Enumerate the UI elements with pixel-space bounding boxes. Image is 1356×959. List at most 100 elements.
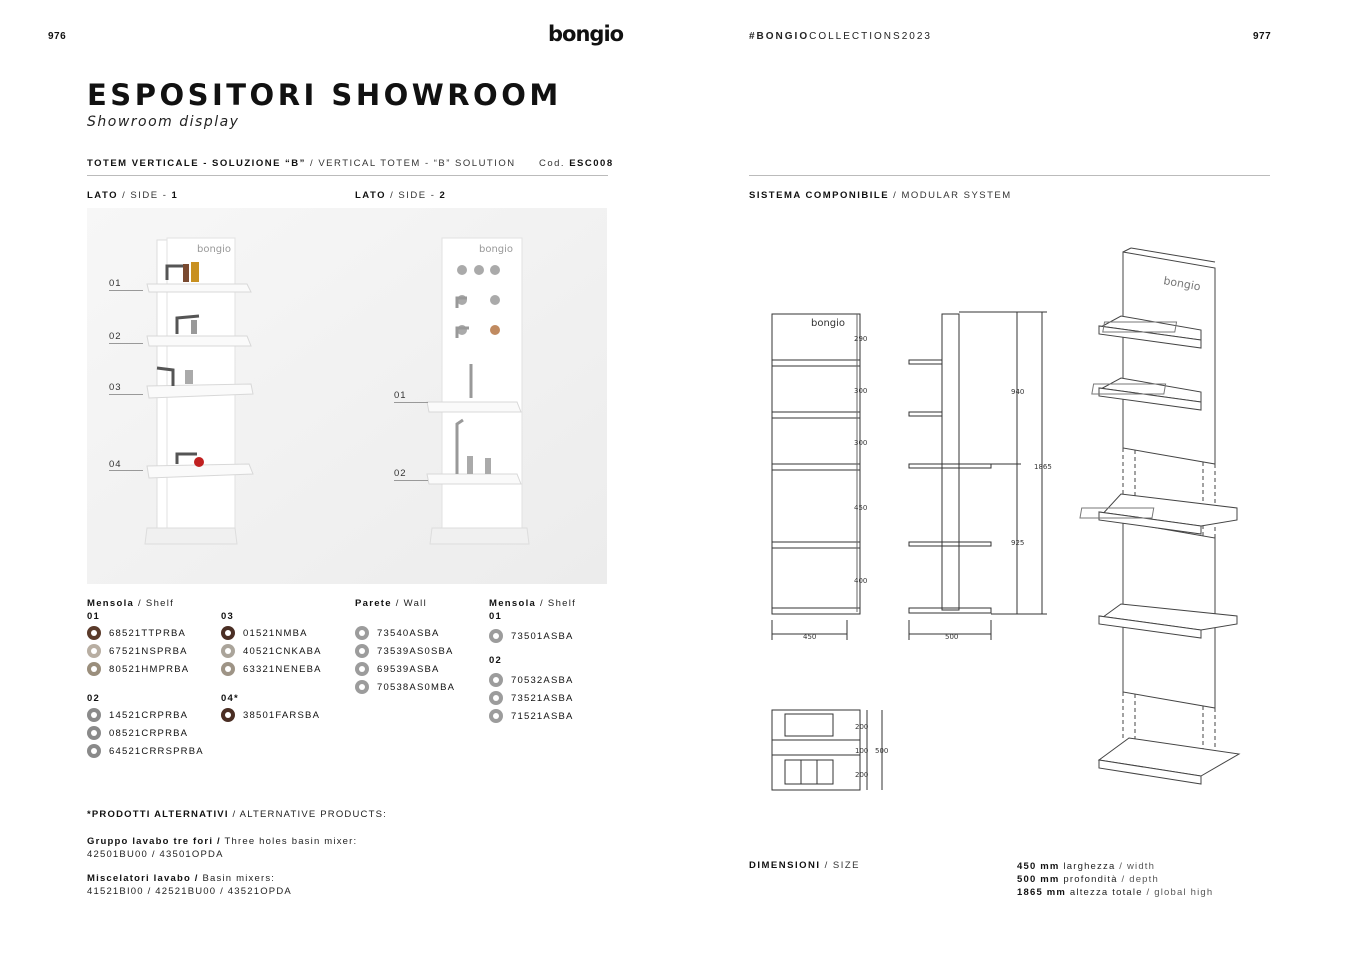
dimension-en: / depth	[1117, 874, 1159, 885]
alternative-item-1: Gruppo lavabo tre fori / Three holes bas…	[87, 835, 357, 861]
dim-1865: 1865	[1034, 463, 1052, 471]
shelf-legend-heading-rest: / Shelf	[536, 598, 577, 609]
product-code: 73539AS0SBA	[377, 645, 454, 657]
legend-item: 69539ASBA	[355, 660, 455, 678]
alternatives-heading-rest: / ALTERNATIVE PRODUCTS:	[228, 809, 387, 820]
shelf-legend-heading: Mensola / Shelf	[489, 598, 576, 609]
dimensions-list: 450 mm larghezza / width 500 mm profondi…	[1017, 860, 1213, 899]
totem-photo: bongio bongio	[87, 208, 607, 584]
product-heading: TOTEM VERTICALE - SOLUZIONE “B” / VERTIC…	[87, 158, 516, 169]
dimension-it: profondità	[1059, 874, 1118, 885]
brand-logo-text: bongio	[548, 22, 624, 46]
callout-side1-02: 02	[109, 331, 122, 342]
callout-line	[394, 480, 428, 481]
modular-heading-bold: SISTEMA COMPONIBILE	[749, 190, 890, 201]
left-page-number: 976	[48, 31, 67, 42]
product-code: 73540ASBA	[377, 627, 440, 639]
dimension-row: 1865 mm altezza totale / global high	[1017, 886, 1213, 899]
finish-swatch	[489, 629, 503, 643]
callout-side1-03: 03	[109, 382, 122, 393]
shelf-legend-group-02: 02 70532ASBA 73521ASBA 71521ASBA	[489, 655, 574, 725]
legend-item: 71521ASBA	[489, 707, 574, 725]
finish-swatch	[355, 626, 369, 640]
page-subtitle: Showroom display	[87, 114, 240, 130]
side2-totem: bongio	[426, 237, 530, 545]
dim-front-width: 450	[803, 633, 816, 641]
alternative-item-1-codes: 42501BU00 / 43501OPDA	[87, 849, 224, 860]
legend-item: 38501FARSBA	[221, 706, 320, 724]
callout-side2-01: 01	[394, 390, 407, 401]
dim-290: 290	[854, 335, 867, 343]
side2-totem-logo: bongio	[479, 244, 513, 255]
legend-item: 73540ASBA	[355, 624, 455, 642]
dim-450: 450	[854, 504, 867, 512]
hashtag-rest: COLLECTIONS2023	[809, 31, 932, 42]
product-code: Cod. ESC008	[539, 158, 614, 169]
dimension-it: larghezza	[1059, 861, 1116, 872]
legend-item: 63321NENEBA	[221, 660, 322, 678]
product-code: 38501FARSBA	[243, 709, 321, 721]
dimension-it: altezza totale	[1066, 887, 1143, 898]
finish-swatch	[87, 644, 101, 658]
page-title: ESPOSITORI SHOWROOM	[87, 78, 562, 112]
side1-totem-logo: bongio	[197, 244, 231, 255]
dim-plan-total: 500	[875, 747, 888, 755]
finish-swatch	[489, 691, 503, 705]
side1-label-rest: / SIDE -	[117, 190, 172, 201]
dim-400: 400	[854, 577, 867, 585]
legend-item: 01521NMBA	[221, 624, 322, 642]
dim-300b: 300	[854, 439, 867, 447]
legend-group-number: 01	[87, 611, 100, 622]
legend-item: 73501ASBA	[489, 627, 574, 645]
finish-swatch	[221, 626, 235, 640]
legend-item: 67521NSPRBA	[87, 642, 189, 660]
finish-swatch	[221, 662, 235, 676]
callout-line	[394, 402, 428, 403]
side1-label-bold: LATO	[87, 190, 118, 201]
product-code: 73521ASBA	[511, 692, 574, 704]
finish-swatch	[87, 708, 101, 722]
finish-swatch	[489, 673, 503, 687]
legend-group-04: 04* 38501FARSBA	[221, 693, 320, 724]
side1-label-num: 1	[171, 190, 179, 201]
alternative-item-1-bold: Gruppo lavabo tre fori /	[87, 836, 221, 847]
dim-plan-200b: 200	[855, 771, 868, 779]
product-heading-rest: / VERTICAL TOTEM - “B” SOLUTION	[305, 158, 516, 169]
legend-item: 73539AS0SBA	[355, 642, 455, 660]
finish-swatch	[355, 644, 369, 658]
product-code: 68521TTPRBA	[109, 627, 187, 639]
callout-line	[109, 343, 143, 344]
wall-legend-heading-rest: / Wall	[391, 598, 427, 609]
isometric-view	[1079, 247, 1241, 785]
side1-legend-heading-bold: Mensola	[87, 598, 135, 609]
legend-item: 14521CRPRBA	[87, 706, 204, 724]
product-code: 63321NENEBA	[243, 663, 322, 675]
modular-heading-rest: / MODULAR SYSTEM	[889, 190, 1012, 201]
dimension-value: 500 mm	[1017, 874, 1060, 885]
dim-side-width: 500	[945, 633, 958, 641]
product-code: 71521ASBA	[511, 710, 574, 722]
finish-swatch	[355, 680, 369, 694]
callout-line	[109, 290, 143, 291]
product-code: 08521CRPRBA	[109, 727, 189, 739]
finish-swatch	[221, 708, 235, 722]
dim-plan-200a: 200	[855, 723, 868, 731]
dimension-en: / width	[1115, 861, 1156, 872]
product-code: 73501ASBA	[511, 630, 574, 642]
legend-group-number: 01	[489, 611, 502, 622]
alternatives-heading-bold: *PRODOTTI ALTERNATIVI	[87, 809, 229, 820]
finish-swatch	[87, 726, 101, 740]
dim-940: 940	[1011, 388, 1024, 396]
side1-totem: bongio	[144, 237, 254, 545]
right-page-number: 977	[1253, 31, 1272, 42]
dimensions-label-rest: / SIZE	[820, 860, 861, 871]
legend-item: 80521HMPRBA	[87, 660, 189, 678]
product-code: 01521NMBA	[243, 627, 308, 639]
collection-hashtag: #BONGIOCOLLECTIONS2023	[749, 31, 932, 42]
wall-legend-list: 73540ASBA 73539AS0SBA 69539ASBA 70538AS0…	[355, 624, 455, 696]
finish-swatch	[87, 744, 101, 758]
callout-side1-01: 01	[109, 278, 122, 289]
legend-item: 68521TTPRBA	[87, 624, 189, 642]
totem-illustration: bongio bongio	[87, 208, 607, 584]
product-code: 64521CRRSPRBA	[109, 745, 204, 757]
